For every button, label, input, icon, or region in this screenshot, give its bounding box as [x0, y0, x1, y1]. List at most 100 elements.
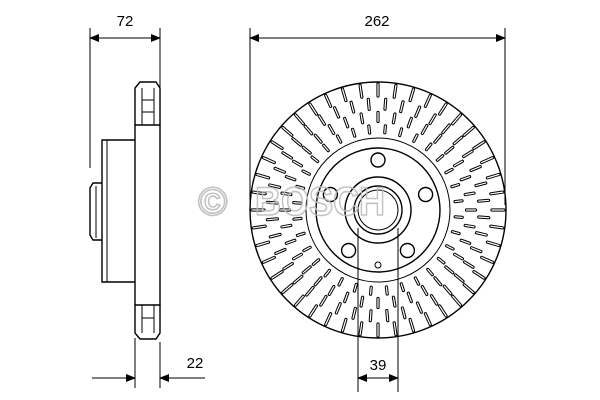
- vent-slot-inner: [437, 257, 445, 264]
- vent-slot-inner: [463, 284, 474, 294]
- vent-slot-inner: [341, 88, 347, 102]
- vent-slot-inner: [302, 146, 311, 154]
- vent-slot-inner: [294, 114, 304, 125]
- vent-slot-inner: [359, 84, 363, 98]
- vent-slot-inner: [252, 225, 266, 229]
- vent-slot-inner: [464, 192, 475, 196]
- vent-slot-inner: [464, 261, 474, 268]
- bolt-hole: [417, 186, 434, 203]
- vent-slot-inner: [352, 128, 356, 137]
- vent-slot-inner: [393, 322, 397, 336]
- vent-slot-inner: [401, 307, 406, 319]
- vent-slot-inner: [481, 256, 494, 263]
- vent-slot-inner: [453, 136, 463, 145]
- vent-slot-inner: [407, 117, 412, 128]
- vent-slot-inner: [421, 286, 428, 295]
- front-view: 262 39: [249, 13, 507, 392]
- vent-slot-inner: [359, 322, 363, 336]
- vent-slot-inner: [367, 98, 370, 111]
- vent-slot-inner: [460, 176, 471, 181]
- vent-slot-inner: [392, 296, 396, 307]
- vent-slot-inner: [328, 124, 335, 134]
- vent-slot-inner: [282, 126, 293, 136]
- vent-slot-inner: [475, 232, 487, 236]
- vent-slot-inner: [454, 253, 463, 260]
- vent-slot-inner: [434, 134, 442, 143]
- vent-slot-inner: [446, 245, 454, 250]
- vent-slot-inner: [283, 262, 293, 270]
- vent-slot-inner: [275, 248, 286, 254]
- vent-slot-inner: [413, 134, 418, 142]
- min-thickness-label: 22: [187, 355, 204, 372]
- vent-slot-inner: [443, 285, 452, 295]
- vent-slot-inner: [481, 157, 494, 164]
- vent-slot-inner: [262, 256, 275, 263]
- center-bore-label: 39: [370, 357, 387, 374]
- vent-slot-inner: [409, 318, 415, 332]
- vent-slot-inner: [421, 124, 428, 134]
- vent-slot-inner: [314, 277, 322, 286]
- bolt-hole: [322, 186, 339, 203]
- vent-slot-inner: [323, 144, 329, 152]
- vent-slot-inner: [296, 232, 305, 236]
- center-bore: [344, 176, 412, 244]
- vent-slot-inner: [427, 268, 433, 276]
- vent-slot-inner: [451, 231, 460, 235]
- vent-slot-inner: [452, 295, 462, 306]
- diameter-label: 262: [364, 13, 389, 30]
- bolt-hole: [370, 152, 386, 168]
- copyright-symbol: ©: [198, 180, 227, 224]
- watermark: © BOSCH: [197, 179, 386, 225]
- vent-slot-inner: [271, 271, 283, 279]
- vent-slot-inner: [325, 313, 332, 326]
- vent-slot-inner: [490, 225, 504, 229]
- vent-slot-inner: [302, 266, 311, 274]
- vent-slot-inner: [256, 173, 270, 179]
- vent-slots: [250, 82, 506, 338]
- vent-slot-inner: [434, 277, 442, 286]
- vent-slot-inner: [328, 286, 335, 295]
- vent-slot-inner: [464, 224, 475, 228]
- vent-slot-inner: [318, 115, 326, 125]
- vent-slot-inner: [409, 88, 415, 102]
- vent-slot-inner: [424, 313, 431, 326]
- vent-slot-inner: [303, 246, 311, 252]
- vent-slot-inner: [486, 241, 500, 247]
- vent-slot-inner: [285, 239, 296, 244]
- vent-slot-inner: [309, 103, 317, 115]
- vent-slot-inner: [460, 239, 471, 244]
- thickness-label: 72: [117, 13, 134, 30]
- vent-slot-inner: [334, 107, 340, 118]
- vent-slot-inner: [445, 168, 453, 174]
- vent-slot-inner: [425, 143, 432, 151]
- locating-hole: [374, 261, 382, 269]
- vent-slot-inner: [344, 117, 349, 128]
- vent-slot-inner: [393, 84, 397, 98]
- vent-slot-inner: [451, 184, 460, 188]
- vent-slot-inner: [490, 191, 504, 195]
- bolt-hole: [399, 242, 416, 259]
- vent-slot-inner: [385, 286, 388, 295]
- vent-slot-inner: [293, 160, 302, 167]
- vent-slot-inner: [309, 305, 317, 317]
- vent-slot-inner: [386, 310, 389, 322]
- vent-slot-inner: [470, 166, 481, 172]
- vent-slot-inner: [292, 138, 302, 146]
- vent-slot-inner: [302, 170, 310, 175]
- vent-slot-inner: [293, 217, 302, 220]
- vent-slot-inner: [266, 218, 278, 221]
- vent-slot-inner: [266, 201, 278, 204]
- vent-slot-inner: [400, 101, 404, 113]
- vent-slot-inner: [325, 94, 332, 107]
- vent-slot-inner: [416, 302, 422, 313]
- vent-slot-inner: [360, 113, 364, 124]
- vent-slot-inner: [352, 307, 356, 319]
- vent-slot-inner: [293, 253, 302, 260]
- vent-slot-inner: [324, 269, 331, 277]
- vent-slot-inner: [281, 192, 292, 196]
- bolt-hole: [340, 242, 357, 259]
- vent-slot-inner: [285, 176, 296, 181]
- vent-slot-inner: [463, 126, 474, 136]
- vent-slot-inner: [436, 155, 444, 161]
